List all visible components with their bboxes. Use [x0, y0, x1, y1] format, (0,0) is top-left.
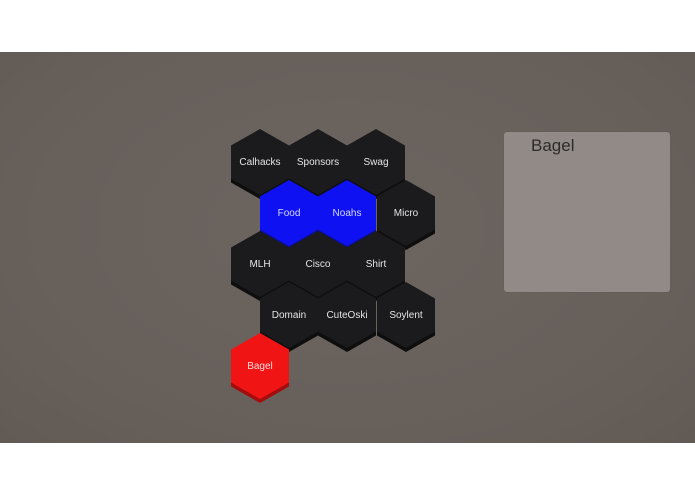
- hex-label: Food: [277, 207, 301, 219]
- hex-label: Calhacks: [239, 156, 281, 168]
- hex-label: Swag: [363, 156, 389, 168]
- hex-label: CuteOski: [326, 309, 368, 321]
- hex-label: Domain: [271, 309, 307, 321]
- hex-label: Bagel: [247, 360, 273, 372]
- hex-tile-cuteoski[interactable]: CuteOski: [318, 282, 376, 352]
- hex-tile-bagel[interactable]: Bagel: [231, 333, 289, 403]
- info-panel: Bagel: [504, 132, 670, 292]
- hex-label: MLH: [249, 258, 271, 270]
- hex-label: Micro: [393, 207, 419, 219]
- hex-label: Soylent: [389, 309, 423, 321]
- hex-label: Cisco: [305, 258, 331, 270]
- hex-label: Shirt: [365, 258, 387, 270]
- info-panel-title: Bagel: [531, 136, 575, 155]
- hex-label: Sponsors: [296, 156, 340, 168]
- hex-label: Noahs: [332, 207, 362, 219]
- scene-viewport: Calhacks Sponsors Swag Food Noahs Micro …: [0, 52, 695, 443]
- hex-tile-soylent[interactable]: Soylent: [377, 282, 435, 352]
